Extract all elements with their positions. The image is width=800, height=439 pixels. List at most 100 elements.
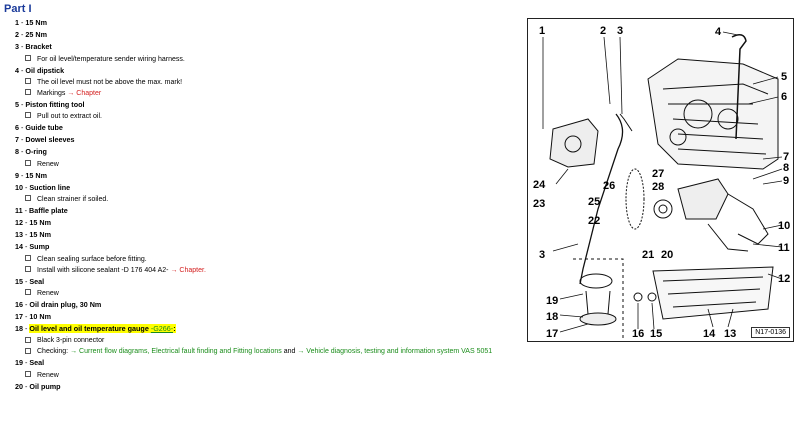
list-item: 3 - Bracket	[15, 41, 515, 53]
svg-text:10: 10	[778, 220, 790, 232]
figure-id: N17-0136	[751, 327, 790, 338]
bullet-icon	[25, 265, 31, 272]
list-item: 1 - 15 Nm	[15, 17, 515, 29]
svg-text:22: 22	[588, 215, 600, 227]
svg-text:18: 18	[546, 311, 558, 323]
separator: -	[19, 147, 26, 157]
list-item: 12 - 15 Nm	[15, 217, 515, 229]
item-number: 19	[15, 358, 23, 368]
separator: -	[19, 30, 26, 40]
svg-text:1: 1	[539, 25, 545, 37]
separator: -	[23, 218, 30, 228]
item-name: O-ring	[25, 147, 47, 157]
bullet-icon	[25, 159, 31, 166]
reference-link[interactable]: → Vehicle diagnosis, testing and informa…	[297, 348, 493, 356]
separator: -	[23, 324, 30, 334]
item-name: Seal	[29, 276, 45, 286]
item-name: Baffle plate	[29, 205, 68, 215]
separator: -	[23, 299, 30, 309]
list-item: 13 - 15 Nm	[15, 229, 515, 241]
sub-note: Install with silicone sealant -D 176 404…	[15, 265, 515, 276]
note-text: Black 3-pin connector	[37, 337, 105, 345]
sub-note: The oil level must not be above the max.…	[15, 77, 515, 88]
svg-text:13: 13	[724, 328, 736, 340]
item-number: 11	[15, 205, 23, 215]
list-item: 5 - Piston fitting tool	[15, 99, 515, 111]
page-title: Part I	[4, 3, 32, 15]
sub-note: Renew	[15, 370, 515, 381]
item-number: 4	[15, 65, 19, 75]
bullet-icon	[25, 370, 31, 377]
sub-note: For oil level/temperature sender wiring …	[15, 54, 515, 65]
list-item: 11 - Baffle plate	[15, 205, 515, 217]
svg-text:11: 11	[778, 242, 790, 254]
reference-link[interactable]: → Current flow diagrams, Electrical faul…	[70, 348, 282, 356]
list-item: 18 - Oil level and oil temperature gauge…	[15, 324, 176, 334]
svg-text:9: 9	[783, 175, 789, 187]
chapter-link[interactable]: → Chapter.	[170, 266, 206, 274]
note-text: The oil level must not be above the max.…	[37, 78, 183, 86]
item-name: 25 Nm	[25, 30, 47, 40]
list-item: 9 - 15 Nm	[15, 170, 515, 182]
item-name: Guide tube	[25, 122, 63, 132]
separator: -	[19, 42, 26, 52]
item-number: 17	[15, 312, 23, 321]
bullet-icon	[25, 195, 31, 202]
item-name: Sump	[29, 242, 50, 252]
separator: -	[19, 65, 26, 75]
svg-text:21: 21	[642, 249, 654, 261]
bullet-icon	[25, 336, 31, 343]
svg-text:12: 12	[778, 273, 790, 285]
item-name: 15 Nm	[29, 218, 51, 228]
svg-text:17: 17	[546, 328, 558, 340]
item-number: 2	[15, 30, 19, 40]
item-number: 7	[15, 135, 19, 145]
item-number: 20	[15, 381, 23, 391]
list-item: 14 - Sump	[15, 241, 515, 253]
list-item: 8 - O-ring	[15, 146, 515, 158]
list-item: 20 - Oil pump	[15, 381, 515, 393]
svg-text:26: 26	[603, 180, 615, 192]
svg-text:15: 15	[650, 328, 662, 340]
item-number: 9	[15, 170, 19, 180]
note-text: Clean strainer if soiled.	[37, 195, 109, 203]
item-number: 16	[15, 299, 23, 309]
separator: -	[23, 230, 30, 240]
item-name: Oil dipstick	[25, 65, 65, 75]
sub-note: Renew	[15, 288, 515, 299]
item-name: Dowel sleeves	[25, 135, 75, 145]
list-item: 19 - Seal	[15, 357, 515, 369]
item-number: 12	[15, 218, 23, 228]
note-text: and	[283, 348, 296, 356]
item-number: 6	[15, 122, 19, 132]
svg-text:2: 2	[600, 25, 606, 37]
bullet-icon	[25, 54, 31, 61]
separator: -	[19, 135, 26, 145]
sub-note: Markings → Chapter	[15, 88, 515, 99]
svg-text:6: 6	[781, 91, 787, 103]
item-number: 8	[15, 147, 19, 157]
item-name: 15 Nm	[25, 170, 47, 180]
item-number: 15	[15, 276, 23, 286]
note-text: Markings	[37, 89, 66, 97]
note-text: Checking:	[37, 348, 69, 356]
list-item: 10 - Suction line	[15, 182, 515, 194]
separator: -	[23, 381, 30, 391]
note-text: Install with silicone sealant -D 176 404…	[37, 266, 169, 274]
bullet-icon	[25, 254, 31, 261]
item-name: Oil level and oil temperature gauge	[29, 324, 149, 334]
bullet-icon	[25, 347, 31, 354]
sub-note: Black 3-pin connector	[15, 335, 515, 346]
separator: -	[19, 170, 26, 180]
item-number: 13	[15, 230, 23, 240]
bullet-icon	[25, 288, 31, 295]
chapter-link[interactable]: → Chapter	[67, 89, 102, 97]
svg-text:5: 5	[781, 71, 787, 83]
separator: -	[23, 358, 30, 368]
sub-note: Clean strainer if soiled.	[15, 194, 515, 205]
note-text: Renew	[37, 160, 59, 168]
item-number: 18	[15, 324, 23, 334]
note-text: Clean sealing surface before fitting.	[37, 255, 147, 263]
component-ref-link[interactable]: -G266-	[150, 324, 174, 334]
